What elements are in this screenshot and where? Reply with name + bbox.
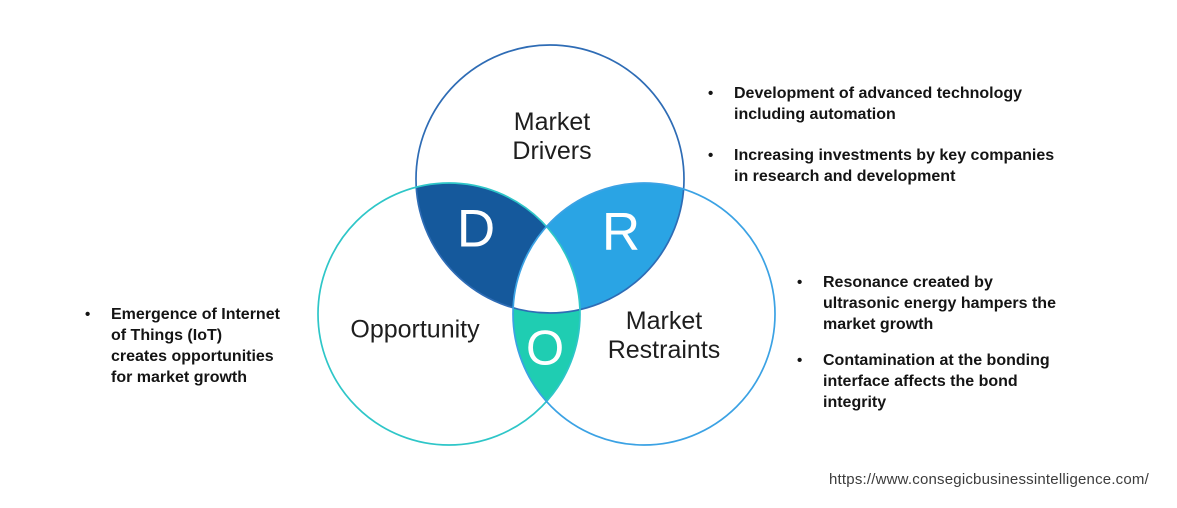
bullet-item: • Development of advanced technology inc… — [708, 83, 1128, 125]
bullet-marker-icon: • — [797, 352, 803, 369]
bullet-text: Resonance created by ultrasonic energy h… — [823, 274, 1056, 333]
drivers-circle-outline — [415, 44, 685, 314]
opportunity-label: Opportunity — [350, 315, 480, 344]
bullet-marker-icon: • — [797, 274, 803, 291]
bullet-text: Development of advanced technology inclu… — [734, 85, 1023, 123]
bullet-text: Emergence of Internet of Things (IoT) cr… — [111, 306, 280, 386]
drivers-bullet-list: • Development of advanced technology inc… — [708, 83, 1128, 187]
bullet-item: • Resonance created by ultrasonic energy… — [797, 272, 1127, 335]
source-url: https://www.consegicbusinessintelligence… — [829, 471, 1149, 488]
bullet-text: Increasing investments by key companies … — [734, 147, 1055, 185]
bullet-marker-icon: • — [708, 85, 714, 102]
bullet-marker-icon: • — [708, 147, 714, 164]
bullet-text: Contamination at the bonding interface a… — [823, 352, 1050, 411]
drivers-intersection-wedge — [416, 183, 580, 313]
drivers-letter: D — [456, 199, 496, 259]
restraints-circle-outline — [512, 182, 776, 446]
restraints-label: Market Restraints — [607, 307, 721, 364]
bullet-item: • Emergence of Internet of Things (IoT) … — [85, 304, 355, 388]
restraints-bullet-list: • Resonance created by ultrasonic energy… — [797, 272, 1127, 413]
restraints-letter: R — [601, 202, 641, 262]
bullet-marker-icon: • — [85, 306, 91, 323]
bullet-item: • Increasing investments by key companie… — [708, 145, 1128, 187]
drivers-label: Market Drivers — [512, 108, 592, 165]
opportunity-bullet-list: • Emergence of Internet of Things (IoT) … — [85, 304, 355, 388]
opportunity-letter: O — [525, 321, 565, 376]
restraints-intersection-wedge — [513, 183, 684, 313]
opportunity-circle-outline — [317, 182, 581, 446]
bullet-item: • Contamination at the bonding interface… — [797, 350, 1127, 413]
